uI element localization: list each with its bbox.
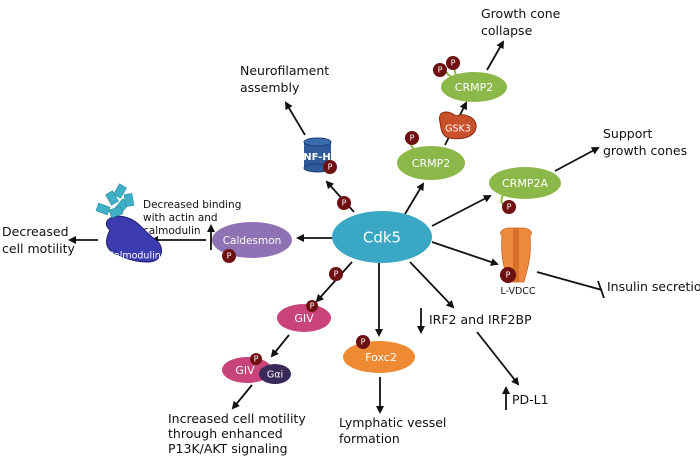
lvdcc-label: L-VDCC xyxy=(500,286,535,297)
arrow-crmp2-to-growth-cone-collapse xyxy=(486,40,504,71)
galpha-label: Gαi xyxy=(267,370,283,381)
svg-text:P: P xyxy=(334,270,339,279)
support-growth-cones-label: Support growth cones xyxy=(603,126,687,158)
phospho-cdk5-nfh: P xyxy=(337,196,351,210)
svg-text:P: P xyxy=(328,163,333,172)
svg-text:P: P xyxy=(507,203,512,212)
foxc2-node: Foxc2 P xyxy=(343,335,415,373)
pdl1-label: PD-L1 xyxy=(512,392,549,407)
increased-cell-motility-label: Increased cell motility through enhanced… xyxy=(168,411,310,456)
neurofilament-assembly-label: Neurofilament assembly xyxy=(240,63,333,95)
nfh-label: NF-H xyxy=(303,152,330,163)
lvdcc-node: P L-VDCC xyxy=(500,227,536,297)
crmp2-lower-node: CRMP2 P xyxy=(397,131,465,180)
caldesmon-label: Caldesmon xyxy=(223,235,282,247)
gsk3-node: GSK3 xyxy=(439,111,477,140)
svg-text:P: P xyxy=(227,252,232,261)
svg-text:P: P xyxy=(361,338,366,347)
giv-node: GIV P xyxy=(277,300,331,332)
crmp2-upper-node: CRMP2 P P xyxy=(433,56,507,102)
gsk3-label: GSK3 xyxy=(445,124,471,135)
giv-galpha-complex: GIV Gαi P xyxy=(222,353,291,384)
nfh-node: NF-H P xyxy=(303,137,337,174)
arrow-giv-to-giv-complex xyxy=(270,334,290,358)
giv-complex-label: GIV xyxy=(235,364,255,377)
inhibit-lvdcc-to-insulin xyxy=(536,271,603,291)
svg-text:P: P xyxy=(342,199,347,208)
arrow-cdk5-to-crmp2 xyxy=(404,182,425,215)
arrow-nfh-to-neurofilament xyxy=(284,101,306,136)
calmodulin-node: Calmodulin xyxy=(105,215,163,263)
arrow-irf2-to-pdl1 xyxy=(476,331,520,386)
calmodulin-label: Calmodulin xyxy=(107,251,161,262)
arrow-cdk5-to-lvdcc xyxy=(431,241,499,266)
crmp2a-node: CRMP2A P xyxy=(489,167,561,214)
decreased-cell-motility-label: Decreased cell motility xyxy=(2,224,76,256)
svg-text:P: P xyxy=(438,66,443,75)
insulin-secretion-label: Insulin secretion xyxy=(607,279,700,294)
calmodulin-fragments-icon xyxy=(95,183,135,219)
cdk5-label: Cdk5 xyxy=(363,229,401,247)
crmp2a-label: CRMP2A xyxy=(502,177,548,190)
arrow-cdk5-to-crmp2a xyxy=(431,195,492,227)
svg-text:P: P xyxy=(254,355,259,364)
cdk5-node: Cdk5 xyxy=(332,211,432,263)
arrow-cdk5-to-irf2 xyxy=(409,261,455,309)
arrow-giv-complex-to-increased-motility xyxy=(231,384,253,410)
svg-text:P: P xyxy=(310,302,315,311)
decreased-binding-label: Decreased binding with actin and calmodu… xyxy=(143,199,245,237)
svg-text:P: P xyxy=(506,271,511,280)
foxc2-label: Foxc2 xyxy=(365,351,397,364)
arrow-crmp2a-to-support-growth-cones xyxy=(554,147,600,172)
lymphatic-vessel-label: Lymphatic vessel formation xyxy=(339,415,450,446)
crmp2-upper-label: CRMP2 xyxy=(455,81,493,94)
arrow-cdk5-to-giv xyxy=(315,261,353,303)
phospho-cdk5-giv: P xyxy=(329,267,343,281)
edges xyxy=(68,40,605,414)
svg-text:P: P xyxy=(410,134,415,143)
caldesmon-node: Caldesmon P xyxy=(212,222,292,263)
irf2-label: IRF2 and IRF2BP xyxy=(429,312,532,327)
crmp2-lower-label: CRMP2 xyxy=(412,157,450,170)
growth-cone-collapse-label: Growth cone collapse xyxy=(481,6,564,38)
svg-text:P: P xyxy=(451,59,456,68)
inhibit-bar xyxy=(597,280,605,299)
giv-label: GIV xyxy=(294,312,314,325)
